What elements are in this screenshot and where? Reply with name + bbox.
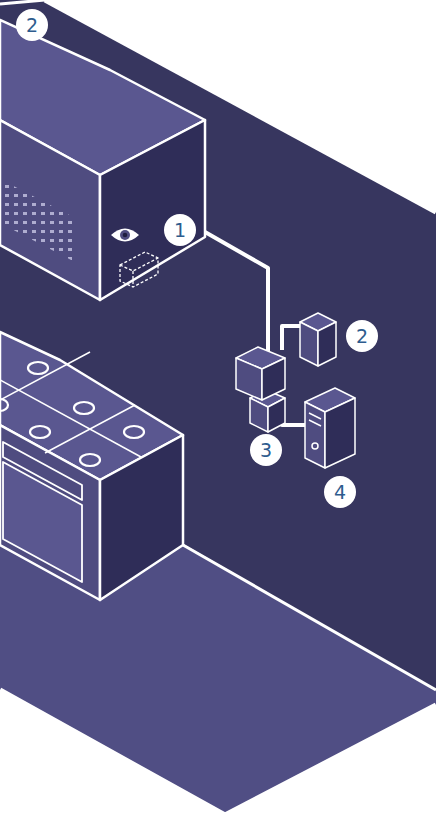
grille xyxy=(2,180,75,262)
callout-circle: 1 xyxy=(164,214,196,246)
range-hood xyxy=(0,0,205,300)
callout-number: 2 xyxy=(356,327,368,346)
unit-2 xyxy=(300,313,336,366)
burners xyxy=(0,362,144,466)
callout-circle: 4 xyxy=(324,476,356,508)
floor-edge xyxy=(0,690,436,815)
callout-number: 1 xyxy=(174,221,186,240)
eye-icon xyxy=(111,229,139,242)
callout-circle: 3 xyxy=(250,434,282,466)
hidden-sensor xyxy=(120,252,158,287)
unit-3 xyxy=(236,347,285,432)
callout-circle: 2 xyxy=(346,320,378,352)
callout-circle: 2 xyxy=(16,9,48,41)
callout-number: 4 xyxy=(334,483,346,502)
wires xyxy=(205,232,305,425)
hob-grid xyxy=(0,352,141,457)
callout-number: 2 xyxy=(26,16,38,35)
unit-4 xyxy=(305,388,355,468)
floor-junction xyxy=(183,545,436,690)
callout-number: 3 xyxy=(260,441,272,460)
stove xyxy=(0,332,183,600)
oven-door xyxy=(3,442,100,603)
